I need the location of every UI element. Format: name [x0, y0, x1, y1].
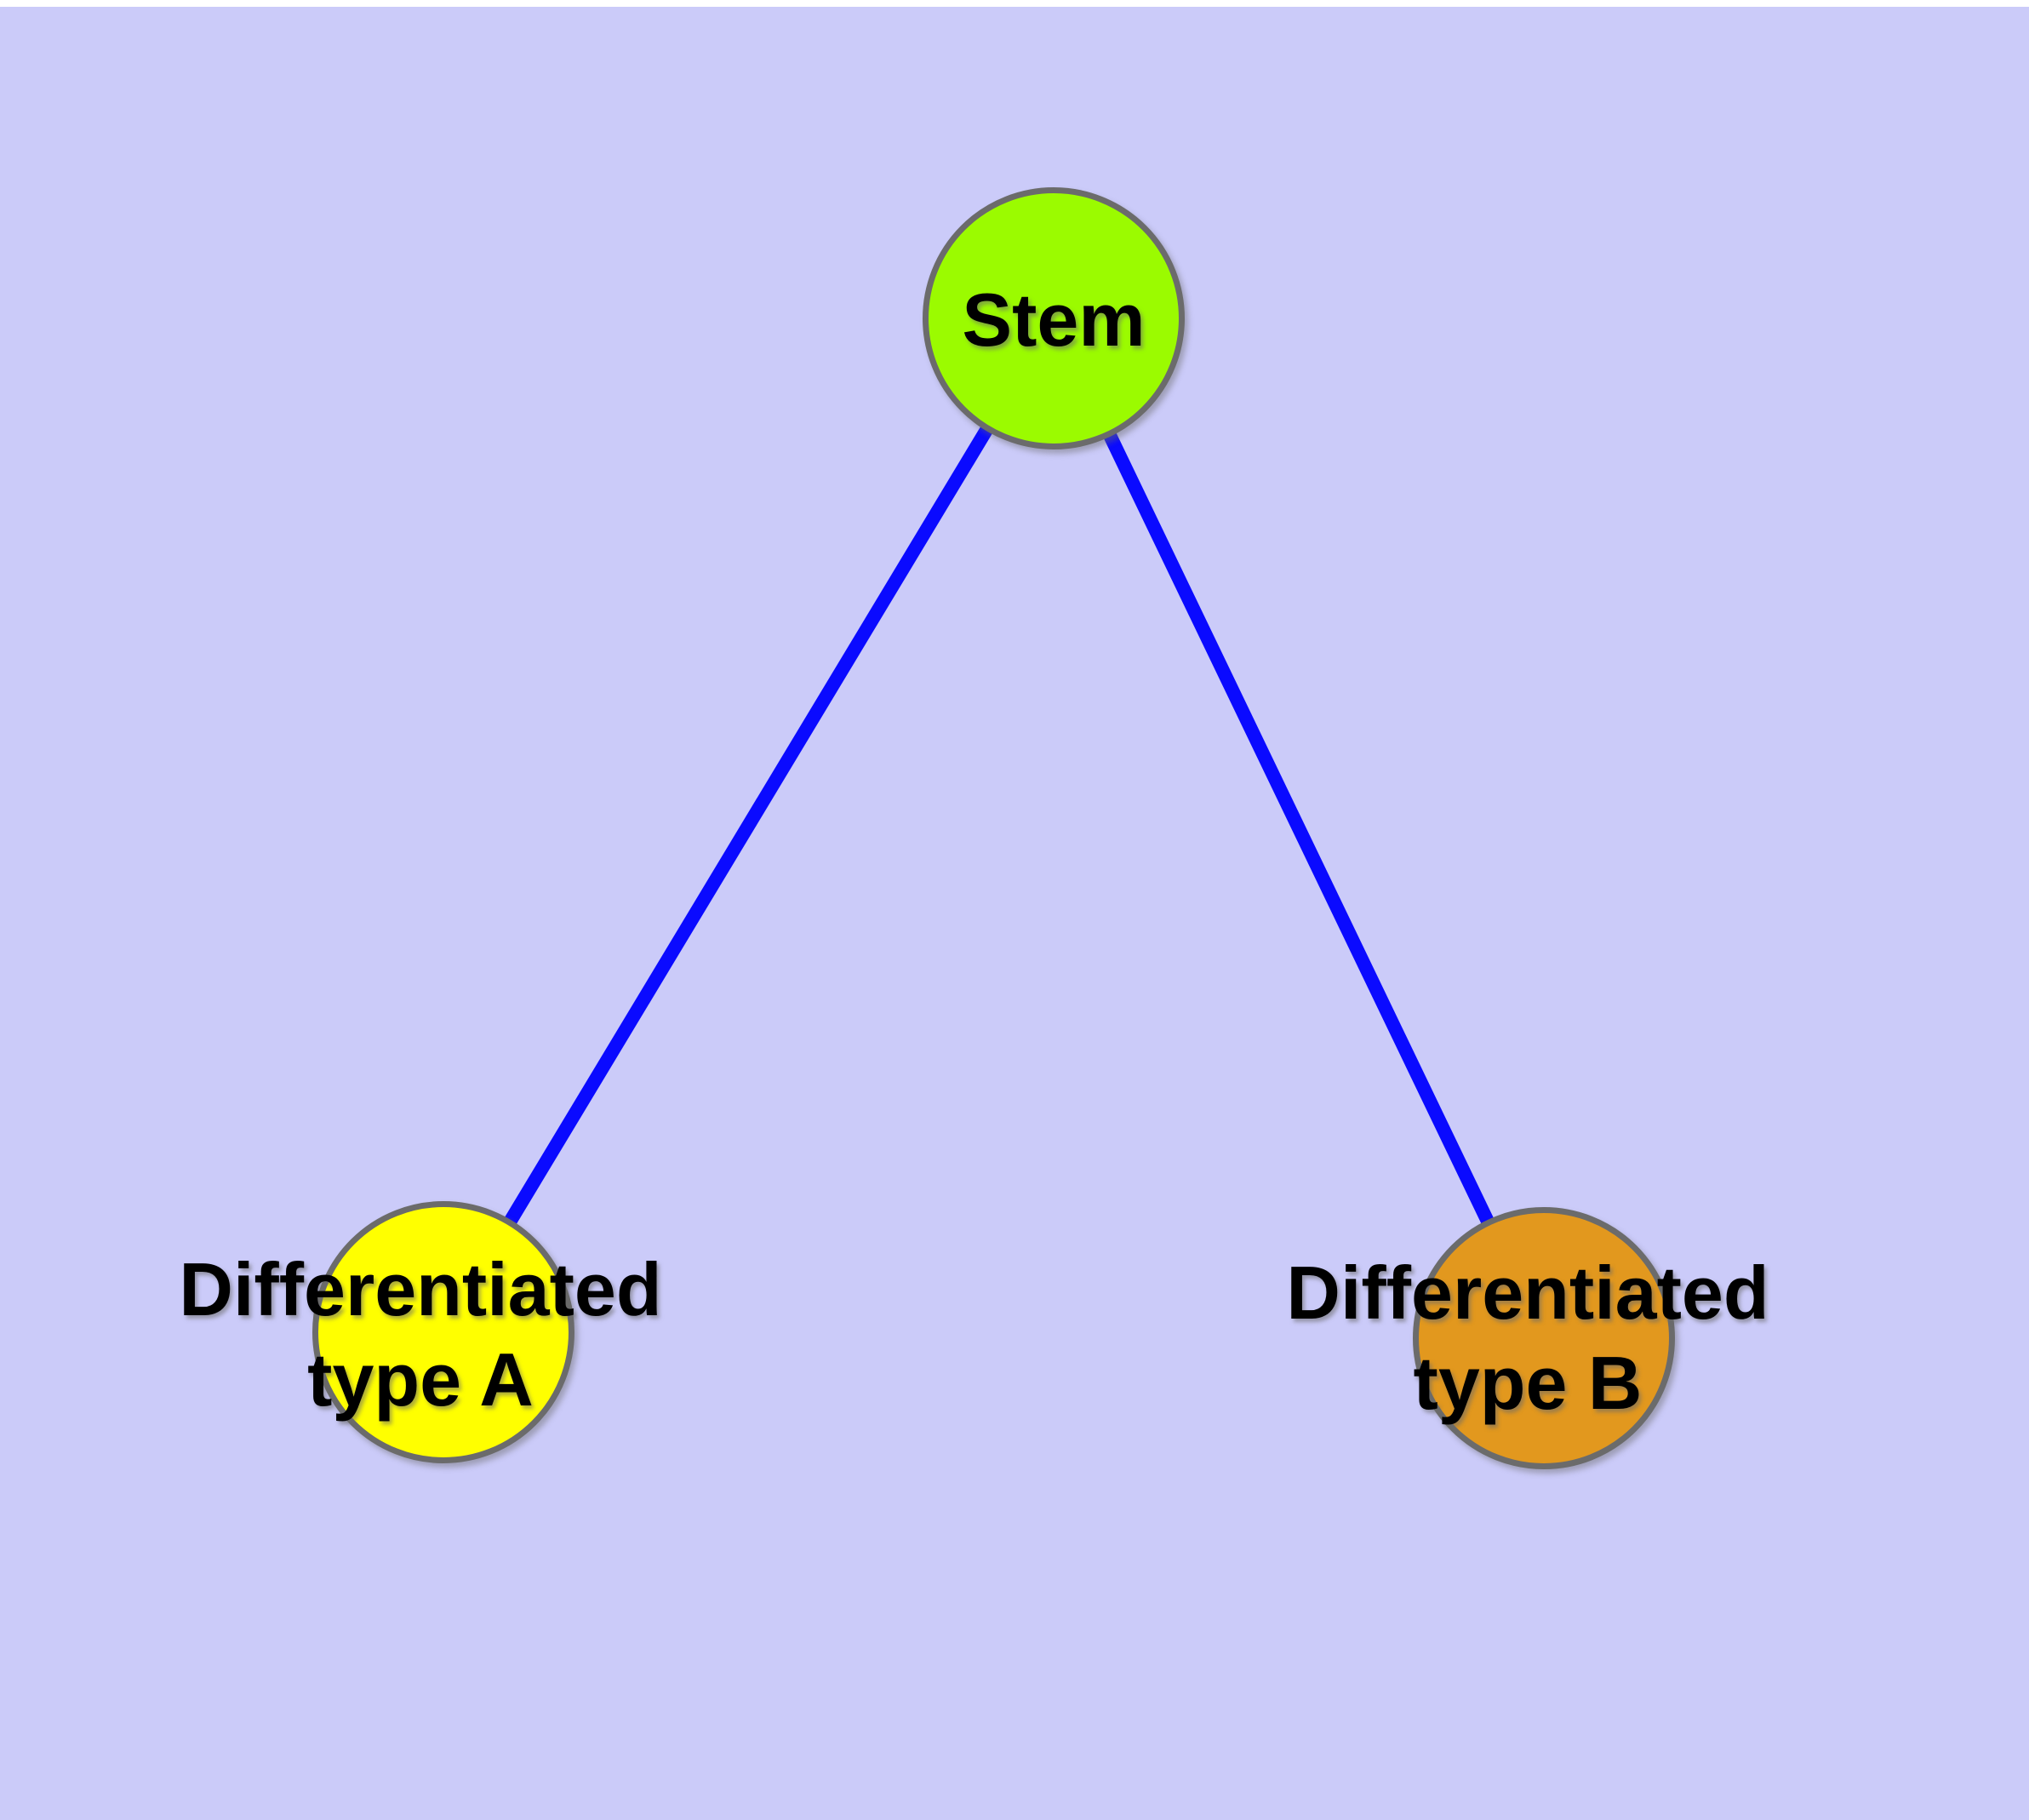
edge-stem-to-type-b	[1047, 315, 1551, 1342]
node-stem	[923, 187, 1185, 449]
node-differentiated-type-b	[1413, 1207, 1675, 1469]
window-top-strip	[0, 0, 2029, 7]
edge-stem-to-type-a	[437, 314, 1060, 1336]
node-differentiated-type-a	[312, 1201, 574, 1463]
